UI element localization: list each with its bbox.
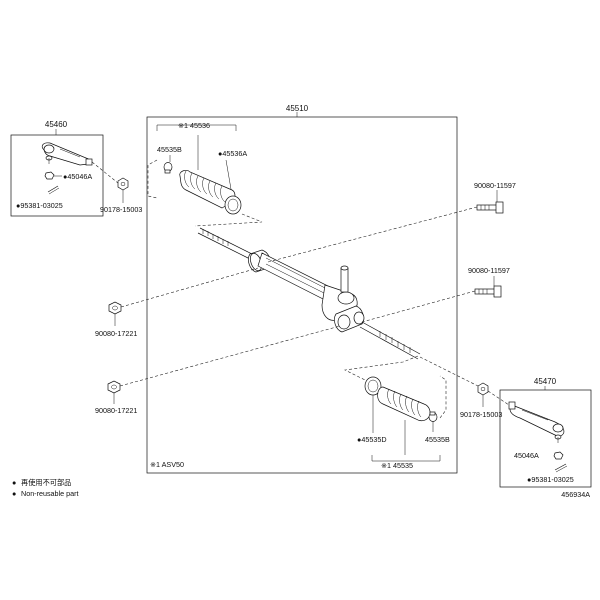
boot-lower-drawing xyxy=(377,386,431,422)
legend-text-en: Non-reusable part xyxy=(21,489,79,498)
tie-rod-left-frame xyxy=(10,134,104,217)
footnote-model: ※1 ASV50 xyxy=(150,460,184,469)
tie-rod-end-left-drawing xyxy=(41,142,93,166)
label-boot-lower[interactable]: ※1 45535 xyxy=(381,461,413,470)
clamp-upper-b-drawing xyxy=(163,162,173,174)
legend-text-jp: 再使用不可部品 xyxy=(21,478,71,487)
label-nut-low-left[interactable]: 90080-17221 xyxy=(95,406,137,415)
label-nut-mid-left[interactable]: 90080-17221 xyxy=(95,329,137,338)
cotter-pin-left-drawing xyxy=(47,185,60,195)
bolt-upper-drawing xyxy=(476,201,504,214)
nut-left-drawing xyxy=(44,171,62,180)
clamp-lower-d-drawing xyxy=(364,376,382,396)
reference-lines xyxy=(91,159,510,419)
label-clamp-lower-d[interactable]: ●45535D xyxy=(357,435,387,444)
label-tie-rod-right-assy[interactable]: 45470 xyxy=(534,377,557,386)
nut-low-left-drawing xyxy=(107,380,121,394)
label-bolt-upper[interactable]: 90080-11597 xyxy=(474,181,516,190)
nut-tie-right-drawing xyxy=(477,382,489,396)
clamp-lower-b-drawing xyxy=(428,411,438,422)
label-clamp-upper-b[interactable]: 45535B xyxy=(157,145,182,154)
label-nut-tie-right[interactable]: 90178-15003 xyxy=(460,410,502,419)
legend-bullet-1: ● xyxy=(12,478,16,487)
label-nut-right[interactable]: 45046A xyxy=(514,451,539,460)
tie-rod-right-frame xyxy=(499,389,592,488)
label-nut-left[interactable]: ●45046A xyxy=(63,172,92,181)
cotter-pin-right-drawing xyxy=(554,463,568,473)
nut-right-drawing xyxy=(553,451,564,460)
label-bolt-middle[interactable]: 90080-11597 xyxy=(468,266,510,275)
bolt-middle-drawing xyxy=(474,285,502,298)
label-nut-tie-left[interactable]: 90178-15003 xyxy=(100,205,142,214)
label-clamp-upper-a[interactable]: ●45536A xyxy=(218,149,247,158)
label-pin-left[interactable]: ●95381-03025 xyxy=(16,201,63,210)
legend-bullet-2: ● xyxy=(12,489,16,498)
nut-mid-left-drawing xyxy=(108,301,122,315)
label-pin-right[interactable]: ●95381-03025 xyxy=(527,475,574,484)
tie-rod-end-right-drawing xyxy=(508,401,565,443)
label-clamp-lower-b[interactable]: 45535B xyxy=(425,435,450,444)
nut-tie-left-drawing xyxy=(117,177,129,191)
rack-drawing xyxy=(197,227,421,360)
label-tie-rod-left-assy[interactable]: 45460 xyxy=(45,120,68,129)
diagram-id: 456934A xyxy=(561,490,590,499)
label-assembly-main[interactable]: 45510 xyxy=(286,104,309,113)
main-assembly-frame xyxy=(146,116,458,474)
legend: ● 再使用不可部品 ● Non-reusable part xyxy=(12,478,79,498)
clamp-upper-a-drawing xyxy=(224,195,242,215)
label-boot-upper[interactable]: ※1 45536 xyxy=(178,121,210,130)
